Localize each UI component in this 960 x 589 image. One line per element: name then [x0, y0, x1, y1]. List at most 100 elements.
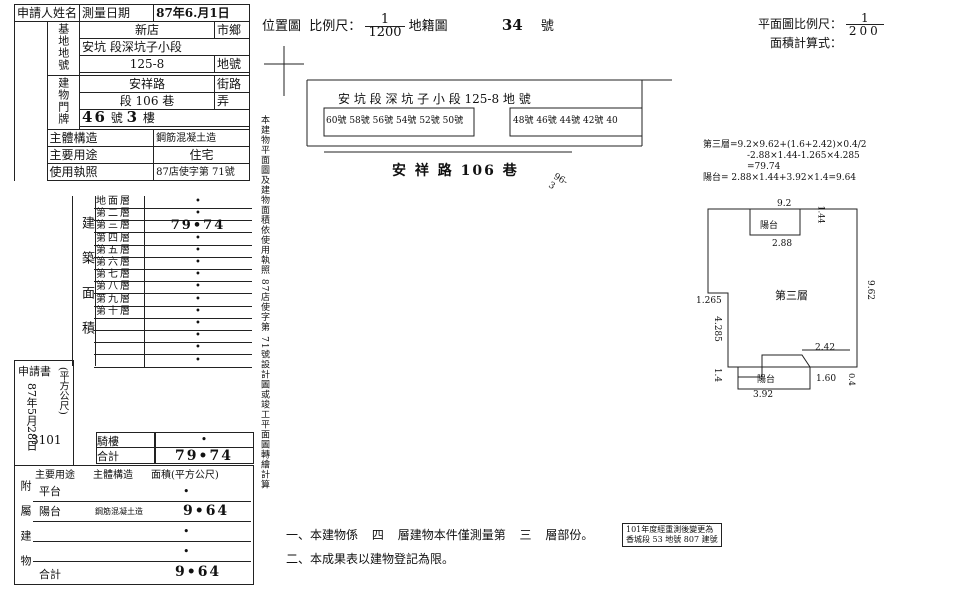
dim-balcony-bottom-h: 1.4	[712, 367, 723, 383]
floor-area-value: •	[195, 244, 201, 256]
area-calc-label: 面積計算式：	[770, 36, 843, 50]
street-value: 安祥路	[79, 75, 216, 93]
lane-value: 段 106 巷	[79, 92, 216, 110]
attached-row: •	[33, 522, 251, 542]
house-numbers-left: 60號 58號 56號 54號 52號 50號	[326, 116, 464, 126]
attached-structure: 鋼筋混凝土造	[95, 507, 143, 516]
floor-row: •	[94, 342, 252, 356]
dim-balcony-top-w: 2.88	[772, 239, 793, 249]
cadastral-label: 地籍圖	[408, 19, 448, 34]
floor-area-value: •	[195, 330, 201, 342]
total-label: 合計	[96, 447, 156, 464]
revision-stamp: 101年度經重測後變更為 香城段 53 地號 807 建號	[622, 523, 722, 547]
application-box: 申請書 87年5月28日 3101 (平方公尺)	[14, 360, 74, 466]
left-margin-col	[14, 21, 48, 181]
floor-area-value: •	[195, 293, 201, 305]
township-unit: 市鄉	[214, 21, 251, 39]
lot-value: 125-8	[79, 55, 216, 73]
floor-name: 第四層	[96, 232, 145, 245]
lot-unit: 地號	[214, 55, 251, 73]
dim-bottom-right: 1.60	[816, 374, 837, 384]
attached-row: 平台 •	[33, 482, 251, 502]
location-map-label: 位置圖	[262, 19, 302, 34]
township-value: 新店	[79, 21, 216, 39]
arcade-value: •	[154, 432, 254, 448]
location-map-drawing	[264, 46, 672, 153]
floor-name: 第三層	[96, 220, 145, 233]
floor-outline	[707, 208, 858, 378]
lower-form: 申請書 87年5月28日 3101 (平方公尺) 騎樓 • 合計 79•74 附…	[14, 360, 254, 585]
floor-area-value: •	[195, 342, 201, 354]
floor-area-value: •	[195, 305, 201, 317]
vertical-note: 本建物平面圖及建物面積依使用執照 87店使字第 71號設計圖或竣工平面圖轉繪計算	[259, 115, 269, 490]
cadastral-no: 34	[501, 16, 523, 34]
floor-row: 第二層•	[94, 208, 252, 222]
building-row-left	[323, 107, 475, 137]
floor-name	[96, 330, 145, 343]
structure-label: 主體構造	[46, 129, 155, 147]
total-value: 79•74	[154, 447, 254, 464]
floor-name: 第七層	[96, 269, 145, 282]
dim-top: 9.2	[777, 199, 792, 209]
attached-area: •	[183, 525, 190, 538]
floor-area-value: •	[195, 318, 201, 329]
floor-name: 地面層	[96, 196, 145, 208]
floor-row: 地面層 •	[94, 196, 252, 209]
floor-area-value: •	[195, 208, 201, 220]
floor-label: 第三層	[775, 289, 808, 302]
floor-row: •	[94, 318, 252, 331]
floor-name: 第九層	[96, 293, 145, 306]
attached-area: •	[183, 545, 190, 558]
dim-notch-depth: 0.4	[846, 373, 856, 386]
alley-unit: 弄	[214, 92, 251, 110]
floor-row: 第十層 •	[94, 305, 252, 319]
section-value: 安坑 段深坑子小段	[79, 38, 251, 56]
floor-row: 第四層 •	[94, 232, 252, 246]
attached-use: 平台	[39, 485, 61, 498]
survey-date-value: 87年6.月1日	[153, 4, 251, 22]
floor-row: 第六層 •	[94, 257, 252, 270]
house-numbers-right: 48號 46號 44號 42號 40	[513, 116, 618, 126]
floor-name: 第十層	[96, 305, 145, 318]
base-header: 基地地號	[46, 21, 81, 76]
floor-area-value: •	[195, 354, 201, 366]
floor-row: •	[94, 330, 252, 344]
floor-area-value: •	[195, 281, 201, 293]
survey-date-label: 測量日期	[79, 4, 155, 22]
cadastral-unit: 號	[540, 19, 554, 34]
attached-area: •	[183, 485, 190, 498]
parcel-title: 安 坑 段 深 坑 子 小 段 125-8 地 號	[338, 92, 531, 106]
attached-use: 陽台	[39, 505, 61, 518]
floor-name: 第八層	[96, 281, 145, 294]
dim-notch-w: 2.42	[815, 343, 836, 353]
use-value: 住宅	[153, 146, 251, 164]
dim-balcony-bottom-w: 3.92	[753, 390, 774, 400]
floor-area-value: •	[195, 196, 201, 207]
attached-area: 9•64	[183, 503, 230, 519]
floor-area-value: 79•74	[170, 218, 226, 234]
floor-area-value: •	[195, 232, 201, 244]
floor-row: 第九層 •	[94, 293, 252, 307]
floor-row: 第五層 •	[94, 244, 252, 258]
floor-area-value: •	[195, 257, 201, 268]
door-header: 建物門牌	[46, 75, 81, 130]
floor-plan-drawing	[707, 208, 858, 390]
note-line-1: 一、本建物係 四 層建物本件僅測量第 三 層部份。	[286, 528, 594, 542]
balcony-top-label: 陽台	[760, 221, 779, 231]
dim-right: 9.62	[865, 279, 876, 301]
attached-row: •	[33, 542, 251, 562]
floor-name: 第五層	[96, 244, 145, 257]
floor-name: 第六層	[96, 257, 145, 269]
floor-row: 第三層 79•74	[94, 218, 252, 234]
area-calc-formula: 第三層=9.2×9.62+(1.6+2.42)×0.4/2 -2.88×1.44…	[703, 140, 867, 183]
floor-name	[96, 354, 145, 367]
road-label: 安 祥 路 106 巷	[392, 163, 519, 179]
floor-row: •	[94, 354, 252, 368]
balcony-bottom-label: 陽台	[757, 375, 776, 385]
arcade-label: 騎樓	[96, 432, 156, 448]
dim-balcony-top-h: 1.44	[816, 205, 826, 224]
